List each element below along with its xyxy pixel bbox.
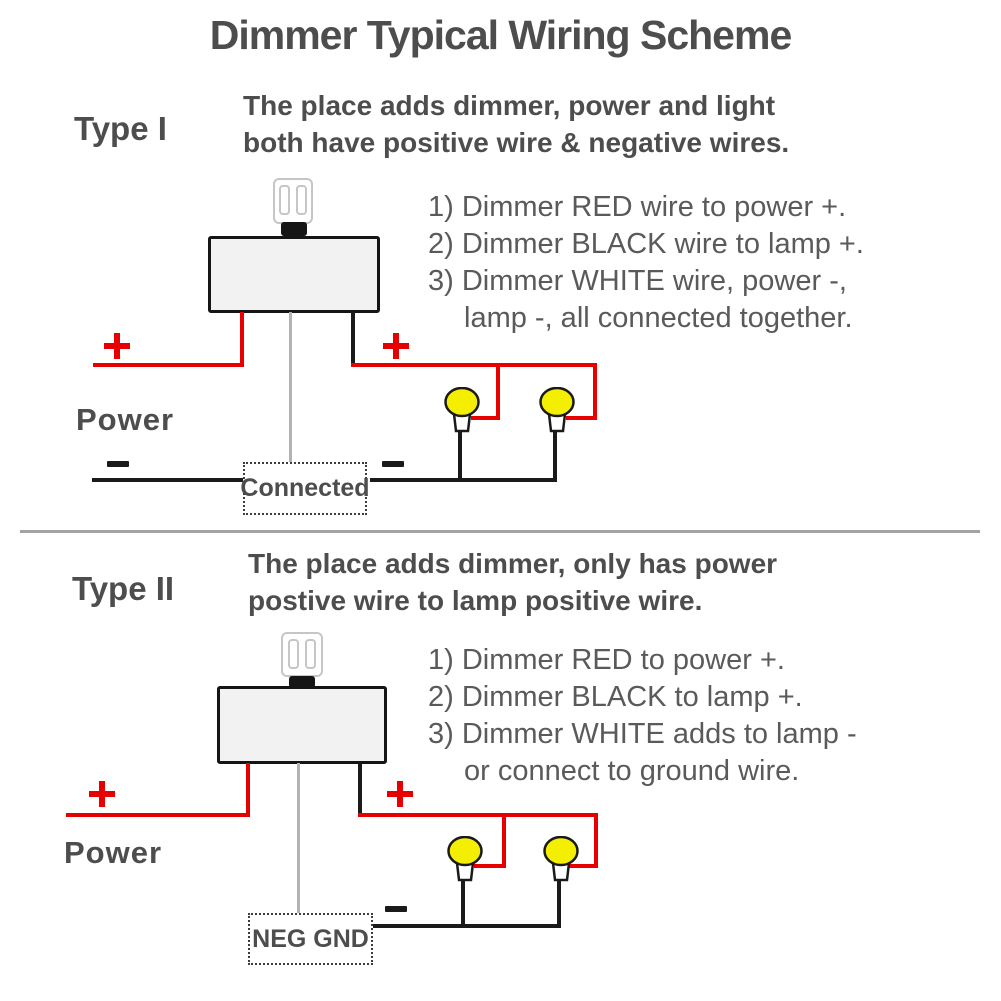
lamp2-positive-lead bbox=[566, 416, 597, 420]
connected-junction-box: Connected bbox=[240, 462, 370, 515]
lamp-plus-symbol bbox=[387, 781, 413, 807]
type1-description-line2: both have positive wire & negative wires… bbox=[243, 127, 790, 158]
dimmer-black-wire-vertical bbox=[351, 312, 355, 365]
dimmer-white-wire bbox=[297, 763, 300, 913]
type2-step-3: 3) Dimmer WHITE adds to lamp - bbox=[428, 718, 857, 750]
power-positive-wire bbox=[66, 813, 250, 817]
dimmer-knob-base bbox=[281, 222, 307, 236]
type1-step-3-cont: lamp -, all connected together. bbox=[464, 302, 853, 334]
type2-steps: 1) Dimmer RED to power +. 2) Dimmer BLAC… bbox=[428, 642, 857, 790]
lamp-plus-symbol bbox=[383, 333, 409, 359]
lamp2-icon bbox=[543, 836, 579, 882]
power-positive-wire bbox=[93, 363, 244, 367]
lamp2-icon bbox=[539, 387, 575, 433]
lamp2-positive-drop bbox=[594, 813, 598, 868]
type2-step-2: 2) Dimmer BLACK to lamp +. bbox=[428, 681, 803, 713]
lamp1-negative-drop bbox=[458, 430, 462, 480]
type2-description: The place adds dimmer, only has power po… bbox=[248, 545, 777, 619]
lamp1-negative-drop bbox=[461, 879, 465, 928]
lamp-negative-bus bbox=[373, 924, 561, 928]
lamp-minus-symbol bbox=[382, 461, 404, 467]
power-label: Power bbox=[64, 835, 163, 870]
lamp1-positive-lead bbox=[474, 864, 506, 868]
type2-label: Type II bbox=[72, 570, 175, 607]
lamp2-negative-drop bbox=[553, 430, 557, 480]
power-plus-symbol bbox=[104, 333, 130, 359]
dimmer-white-wire bbox=[289, 312, 292, 464]
power-negative-wire bbox=[92, 478, 243, 482]
lamp2-positive-drop bbox=[593, 363, 597, 420]
type1-description-line1: The place adds dimmer, power and light bbox=[243, 90, 776, 121]
type2-description-line2: postive wire to lamp positive wire. bbox=[248, 585, 703, 616]
dimmer-red-wire-vertical bbox=[240, 312, 244, 365]
page-title: Dimmer Typical Wiring Scheme bbox=[209, 12, 793, 58]
lamp-positive-bus bbox=[358, 813, 598, 817]
knob-slot bbox=[296, 185, 307, 215]
type1-step-1: 1) Dimmer RED wire to power +. bbox=[428, 191, 847, 223]
lamp-minus-symbol bbox=[385, 906, 407, 912]
type1-description: The place adds dimmer, power and light b… bbox=[243, 87, 789, 161]
lamp1-positive-drop bbox=[496, 363, 500, 420]
lamp-positive-bus bbox=[351, 363, 597, 367]
lamp1-positive-lead bbox=[471, 416, 500, 420]
dimmer-red-wire-vertical bbox=[246, 763, 250, 817]
power-plus-symbol bbox=[89, 781, 115, 807]
connected-junction-label: Connected bbox=[240, 474, 370, 502]
lamp1-positive-drop bbox=[502, 813, 506, 868]
knob-slot bbox=[288, 639, 299, 669]
lamp1-icon bbox=[447, 836, 483, 882]
type1-steps: 1) Dimmer RED wire to power +. 2) Dimmer… bbox=[428, 189, 864, 337]
neg-gnd-junction-box: NEG GND bbox=[248, 913, 373, 965]
type1-label: Type I bbox=[74, 110, 167, 147]
lamp2-positive-lead bbox=[568, 864, 598, 868]
lamp2-negative-drop bbox=[557, 879, 561, 928]
dimmer-black-wire-vertical bbox=[358, 763, 362, 817]
type2-step-3-cont: or connect to ground wire. bbox=[464, 755, 800, 787]
dimmer-box bbox=[217, 686, 387, 764]
type2-description-line1: The place adds dimmer, only has power bbox=[248, 548, 778, 579]
dimmer-knob-icon bbox=[273, 178, 313, 224]
lamp1-icon bbox=[444, 387, 480, 433]
knob-slot bbox=[305, 639, 316, 669]
lamp-negative-bus bbox=[370, 478, 557, 482]
type1-step-3: 3) Dimmer WHITE wire, power -, bbox=[428, 265, 847, 297]
dimmer-knob-base bbox=[289, 676, 315, 688]
knob-slot bbox=[279, 185, 290, 215]
power-minus-symbol bbox=[107, 461, 129, 467]
dimmer-box bbox=[208, 236, 380, 313]
section-divider bbox=[20, 530, 980, 533]
type1-step-2: 2) Dimmer BLACK wire to lamp +. bbox=[428, 228, 864, 260]
dimmer-knob-icon bbox=[281, 632, 323, 677]
type2-step-1: 1) Dimmer RED to power +. bbox=[428, 644, 785, 676]
power-label: Power bbox=[76, 402, 175, 437]
neg-gnd-junction-label: NEG GND bbox=[252, 924, 369, 953]
